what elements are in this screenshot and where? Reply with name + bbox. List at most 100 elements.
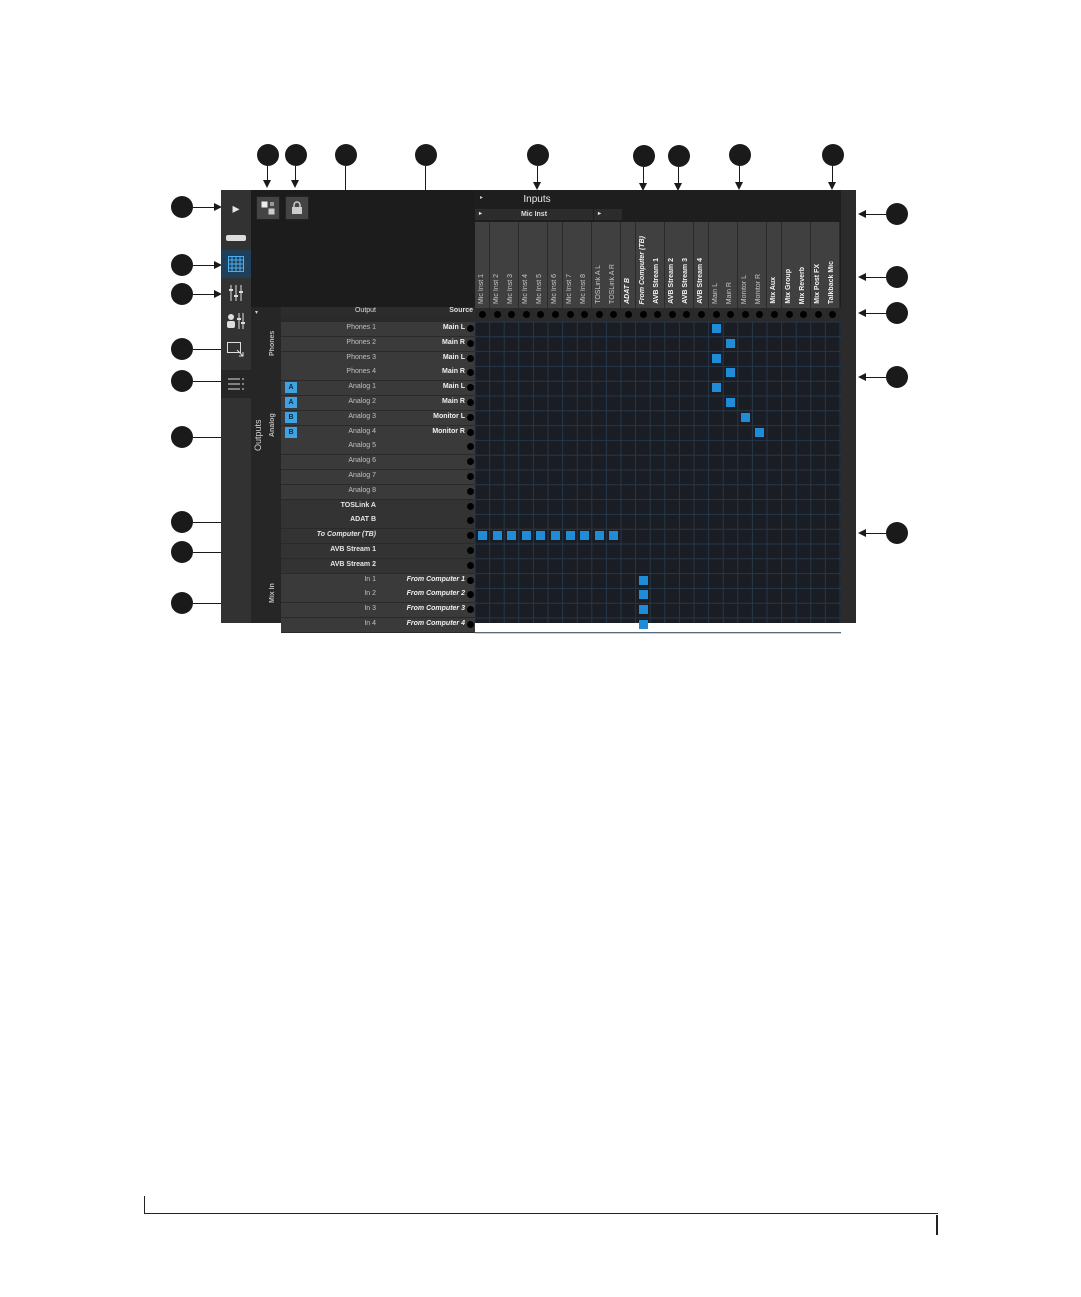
input-port-dot — [698, 311, 705, 318]
input-column-header[interactable]: AVB Stream 3 — [679, 222, 695, 308]
collapse-icon[interactable]: ▾ — [255, 310, 259, 316]
route-cell-active[interactable] — [755, 427, 765, 437]
input-column-header[interactable]: AVB Stream 4 — [694, 222, 709, 308]
route-cell-active[interactable] — [609, 531, 619, 541]
output-row[interactable]: Analog 8 — [281, 484, 475, 500]
callout-marker — [171, 511, 193, 533]
route-cell-active[interactable] — [711, 383, 721, 393]
input-column-header[interactable]: Mix Group — [781, 222, 797, 308]
user-mixer-icon[interactable] — [221, 307, 251, 335]
route-cell-active[interactable] — [478, 531, 487, 541]
output-pair-badge[interactable]: B — [285, 426, 297, 438]
touch-icon[interactable] — [221, 336, 251, 364]
input-column-header[interactable]: Main R — [723, 222, 739, 308]
mixer-icon[interactable] — [221, 279, 251, 307]
input-column-header[interactable]: Talkback Mic — [825, 222, 841, 308]
input-column-header[interactable]: Mic Inst 6 — [548, 222, 563, 308]
route-cell-active[interactable] — [565, 531, 575, 541]
input-column-label: Mic Inst 7 — [565, 274, 573, 304]
input-column-header[interactable]: Mic Inst 1 — [475, 222, 490, 308]
input-column-label: TOSLink A R — [609, 264, 617, 304]
mic-inst-group-tab[interactable]: ▸ Mic Inst — [475, 209, 593, 220]
route-cell-active[interactable] — [638, 620, 648, 629]
route-cell-active[interactable] — [594, 531, 604, 541]
input-column-header[interactable]: AVB Stream 1 — [650, 222, 666, 308]
output-row[interactable]: TOSLink A — [281, 499, 475, 515]
output-row[interactable]: ADAT B — [281, 514, 475, 530]
route-cell-active[interactable] — [726, 368, 736, 378]
output-port-dot — [467, 339, 474, 347]
output-pair-badge[interactable]: B — [285, 411, 297, 423]
output-pair-badge[interactable]: A — [285, 382, 297, 394]
routing-grid[interactable] — [474, 321, 841, 634]
route-cell-active[interactable] — [492, 531, 502, 541]
route-cell-active[interactable] — [726, 338, 736, 348]
input-column-header[interactable]: Main L — [708, 222, 724, 308]
route-cell-active[interactable] — [507, 531, 517, 541]
device-icon[interactable] — [221, 224, 251, 252]
input-column-label: Mic Inst 8 — [580, 274, 588, 304]
input-column-header[interactable]: Mix Reverb — [796, 222, 812, 308]
route-cell-active[interactable] — [551, 531, 560, 541]
input-column-header[interactable]: TOSLink A L — [591, 222, 607, 308]
output-pair-badge[interactable]: A — [285, 397, 297, 408]
input-column-label: Mic Inst 1 — [478, 274, 485, 304]
input-port-dot — [741, 311, 749, 318]
output-row[interactable]: AVB Stream 1 — [281, 544, 475, 559]
input-column-header[interactable]: Mic Inst 8 — [577, 222, 593, 308]
route-cell-active[interactable] — [638, 575, 648, 585]
route-cell-active[interactable] — [740, 412, 750, 422]
route-cell-active[interactable] — [521, 531, 531, 541]
input-column-header[interactable]: TOSLink A R — [606, 222, 622, 308]
lock-icon[interactable] — [285, 196, 309, 220]
route-cell-active[interactable] — [711, 353, 721, 363]
input-column-header[interactable]: AVB Stream 2 — [664, 222, 680, 308]
output-name: In 2 — [364, 590, 376, 598]
input-column-header[interactable]: Monitor R — [752, 222, 768, 308]
list-icon[interactable] — [221, 370, 251, 398]
output-row[interactable]: To Computer (TB) — [281, 529, 475, 545]
output-row[interactable]: Analog 5 — [281, 440, 475, 456]
route-cell-active[interactable] — [580, 531, 590, 541]
output-row[interactable]: Analog 6 — [281, 455, 475, 471]
route-cell-active[interactable] — [711, 324, 721, 333]
expand-inputs-icon[interactable]: ▸ — [480, 195, 484, 201]
input-column-header[interactable]: Mic Inst 3 — [504, 222, 520, 308]
route-cell-active[interactable] — [638, 605, 648, 615]
input-column-header[interactable]: From Computer (TB) — [635, 222, 651, 308]
route-cell-active[interactable] — [638, 590, 648, 600]
output-row[interactable]: AVB Stream 2 — [281, 558, 475, 574]
input-column-header[interactable]: ADAT B — [621, 222, 636, 308]
expand-icon[interactable]: ▸ — [232, 199, 240, 216]
input-column-header[interactable]: Mic Inst 2 — [489, 222, 505, 308]
toslink-group-tab[interactable]: ▸ — [594, 209, 622, 220]
scrollbar[interactable] — [841, 190, 856, 623]
input-column-header[interactable]: Mic Inst 4 — [518, 222, 534, 308]
output-row[interactable]: Analog 7 — [281, 470, 475, 485]
callout-marker — [257, 144, 279, 166]
output-name: Phones 4 — [346, 368, 376, 376]
routing-icon[interactable] — [256, 196, 280, 220]
route-cell-active[interactable] — [536, 531, 546, 541]
input-column-header[interactable]: Monitor L — [737, 222, 753, 308]
input-column-header[interactable]: Mic Inst 5 — [533, 222, 549, 308]
grid-icon[interactable] — [221, 250, 251, 278]
input-column-header[interactable]: Mix Post FX — [810, 222, 826, 308]
route-cell-active[interactable] — [726, 398, 736, 407]
output-name: Analog 8 — [348, 486, 376, 494]
input-column-header[interactable]: Mix Aux — [767, 222, 782, 308]
input-column-header[interactable]: Mic Inst 7 — [562, 222, 578, 308]
callout-marker — [171, 254, 193, 276]
